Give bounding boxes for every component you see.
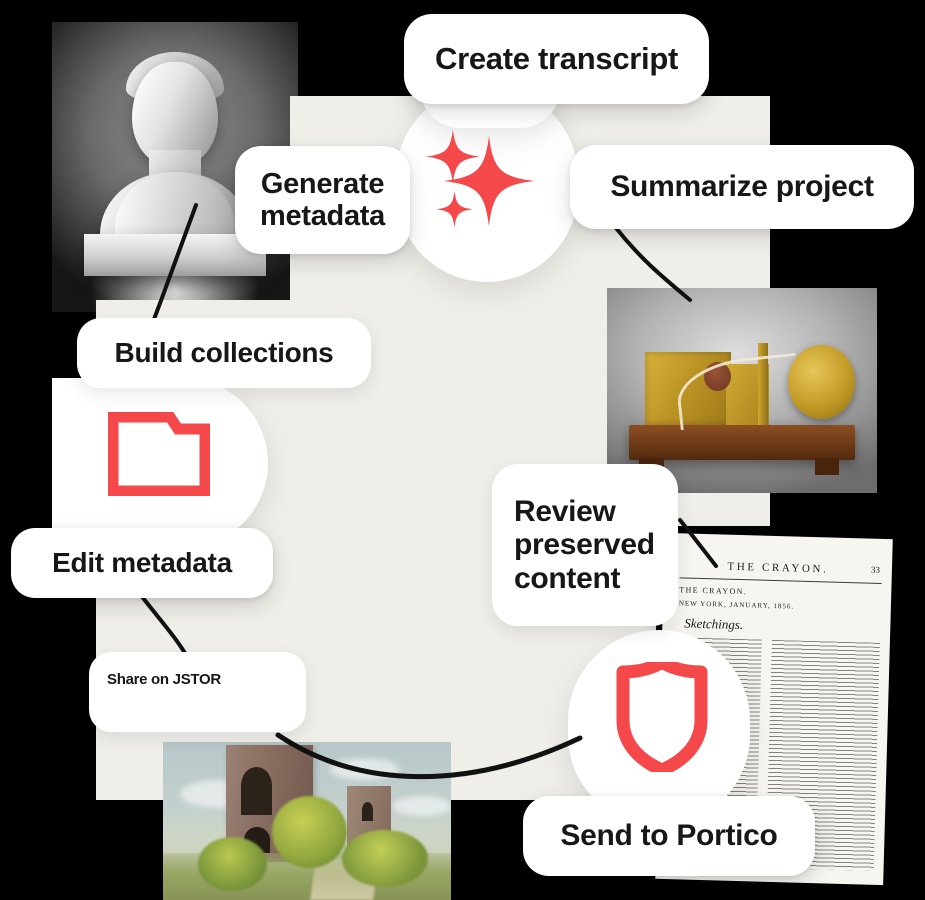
instrument-brass-disc	[787, 345, 856, 420]
ruin-arch-opening	[240, 767, 273, 815]
ruin-window-opening	[361, 802, 374, 821]
action-pill-summarize-project[interactable]: Summarize project	[570, 145, 914, 229]
newspaper-sub-masthead: THE CRAYON.	[679, 585, 748, 597]
ruin-foliage	[197, 836, 267, 891]
ruin-foliage	[272, 795, 348, 869]
newspaper-folio: 33	[870, 564, 881, 575]
sparkle-medium	[425, 129, 481, 184]
sparkle-icon	[418, 108, 556, 246]
sparkle-small	[436, 191, 473, 228]
action-pill-edit-metadata[interactable]: Edit metadata	[11, 528, 273, 598]
instrument-foot-right	[814, 458, 840, 475]
folder-icon	[108, 412, 210, 496]
instrument-pulley	[704, 361, 732, 391]
pill-label: Build collections	[114, 337, 334, 369]
brass-instrument-photo	[607, 288, 877, 493]
newspaper-section-title: Sketchings.	[684, 615, 744, 633]
pill-label: Send to Portico	[560, 819, 778, 853]
pill-label-line2: preserved	[514, 528, 655, 562]
pill-label: Create transcript	[435, 40, 678, 76]
bust-head	[132, 62, 218, 166]
instrument-base	[628, 425, 856, 461]
shield-icon	[613, 662, 711, 772]
action-pill-send-to-portico[interactable]: Send to Portico	[523, 796, 815, 876]
newspaper-rule	[679, 577, 882, 584]
sparkle-large	[443, 135, 535, 227]
pill-label: Summarize project	[610, 170, 874, 204]
instrument-post	[758, 343, 768, 426]
action-pill-create-transcript[interactable]: Create transcript	[404, 14, 709, 104]
watercolor-ruins	[163, 742, 451, 900]
cloud	[330, 757, 400, 780]
folder-lobe	[52, 378, 268, 548]
pill-label-line2: metadata	[260, 200, 385, 232]
pill-label-line1: Generate	[260, 167, 385, 200]
newspaper-masthead: THE CRAYON.	[727, 560, 829, 576]
action-pill-build-collections[interactable]: Build collections	[77, 318, 371, 388]
ruin-foliage	[341, 830, 428, 888]
cloud	[393, 795, 451, 817]
action-pill-generate-metadata[interactable]: Generate metadata	[235, 146, 410, 254]
action-pill-share-on-jstor[interactable]: Share on JSTOR	[89, 652, 306, 732]
newspaper-dateline: NEW YORK, JANUARY, 1856.	[678, 599, 795, 611]
pill-label: Share on JSTOR	[107, 671, 221, 688]
action-pill-review-preserved-content[interactable]: Review preserved content	[492, 464, 678, 626]
pill-label-line1: Review	[514, 494, 616, 528]
pill-label-line3: content	[514, 561, 621, 595]
pill-label: Edit metadata	[52, 547, 232, 579]
